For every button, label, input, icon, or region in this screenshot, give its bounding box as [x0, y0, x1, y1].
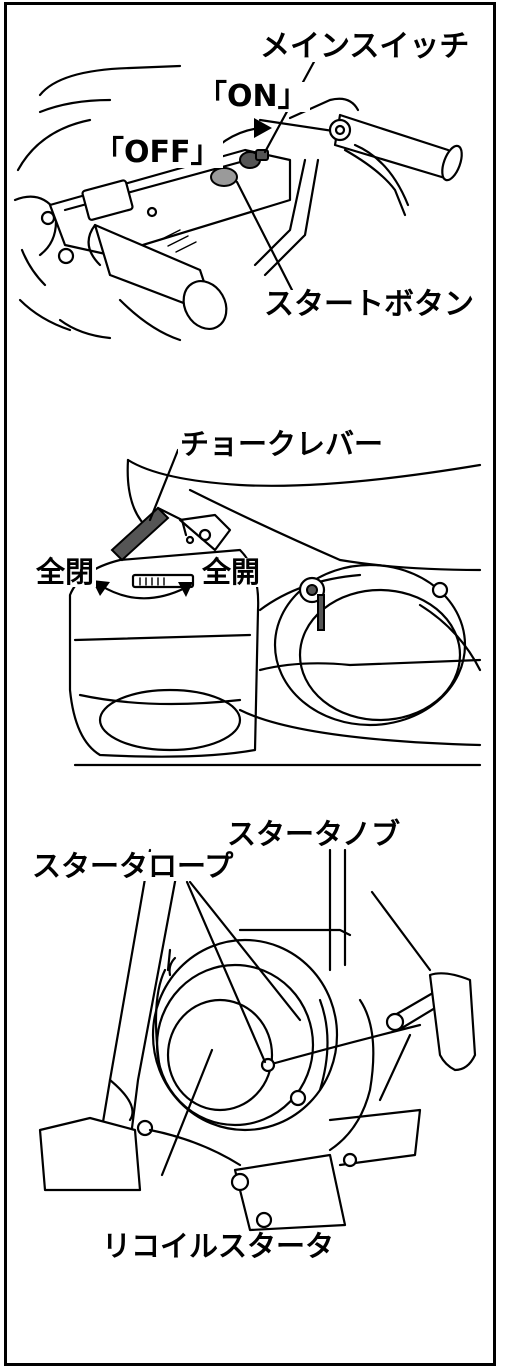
choke-lever-illustration [68, 448, 482, 767]
recoil-starter-illustration-panel: スタータノブ スタータロープ リコイルスタータ [0, 820, 505, 1270]
starter-knob-label: スタータノブ [225, 817, 403, 851]
choke-closed-label: 全閉 [34, 555, 97, 589]
recoil-starter-label: リコイルスタータ [100, 1229, 337, 1263]
on-position-label: 「ON」 [195, 79, 310, 114]
starter-rope-label: スタータロープ [30, 849, 236, 883]
choke-open-label: 全開 [200, 555, 263, 589]
choke-lever-label: チョークレバー [178, 427, 386, 461]
start-button-label: スタートボタン [262, 287, 476, 322]
choke-illustration-panel: チョークレバー 全閉 全開 [0, 410, 505, 780]
handlebar-illustration-panel: メインスイッチ 「ON」 「OFF」 スタートボタン [0, 0, 505, 370]
main-switch-label: メインスイッチ [258, 29, 472, 64]
off-position-label: 「OFF」 [92, 135, 223, 170]
handlebar-illustration [13, 58, 463, 342]
page-frame [4, 2, 496, 1366]
recoil-starter-illustration [38, 848, 477, 1232]
